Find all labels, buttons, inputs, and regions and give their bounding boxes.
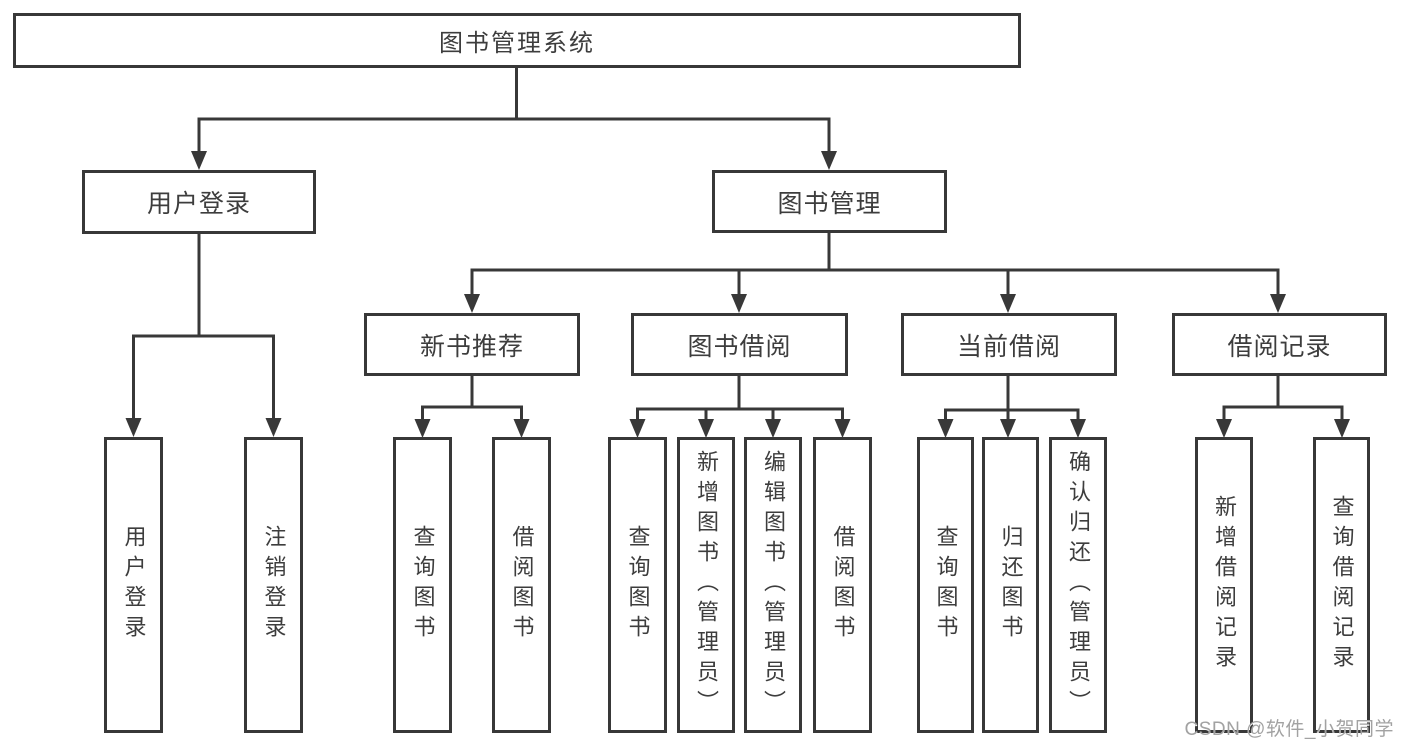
arrowheads-book-borrow [629, 419, 851, 438]
arrow-down-icon [1000, 419, 1016, 438]
arrow-down-icon [937, 419, 954, 438]
node-user-login: 用户登录 [82, 170, 316, 234]
arrowheads-user-login [125, 418, 282, 437]
leaf-bb-add-books-admin: 新增图书（管理员） [677, 437, 735, 733]
node-user-login-label: 用户登录 [146, 190, 251, 218]
leaf-cb-return-books: 归还图书 [982, 437, 1039, 733]
connector-new-book-children [421, 374, 523, 422]
arrowheads-level2 [191, 151, 837, 170]
leaf-user-login-label: 用户登录 [121, 525, 147, 645]
leaf-bb-query-books: 查询图书 [608, 437, 667, 733]
leaf-cb-confirm-return-admin-label: 确认归还（管理员） [1066, 450, 1091, 720]
connector-root-to-level2 [197, 66, 831, 154]
arrow-down-icon [1000, 294, 1016, 313]
arrow-down-icon [464, 294, 480, 313]
node-book-mgmt-label: 图书管理 [777, 189, 882, 218]
connector-book-mgmt-sections [470, 231, 1280, 297]
leaf-nb-query-books-label: 查询图书 [410, 525, 436, 645]
node-new-book-rec-label: 新书推荐 [419, 332, 524, 361]
watermark: CSDN @软件_小贺同学 [1184, 719, 1394, 740]
arrow-down-icon [821, 151, 837, 170]
arrow-down-icon [1270, 294, 1286, 313]
node-root-label: 图书管理系统 [439, 30, 595, 57]
node-new-book-rec: 新书推荐 [364, 313, 580, 376]
arrowheads-borrow-records [1216, 419, 1350, 438]
arrow-down-icon [765, 419, 781, 438]
connector-current-borrow-children [944, 374, 1080, 422]
leaf-br-query-record-label: 查询借阅记录 [1329, 495, 1355, 675]
node-current-borrow-label: 当前借阅 [956, 332, 1061, 361]
node-current-borrow: 当前借阅 [901, 313, 1117, 376]
leaf-br-query-record: 查询借阅记录 [1313, 437, 1370, 733]
connector-borrow-records-children [1222, 374, 1344, 422]
arrow-down-icon [125, 418, 142, 437]
leaf-logout-label: 注销登录 [261, 525, 287, 645]
connector-book-borrow-children [636, 374, 844, 422]
arrowheads-current-borrow [937, 419, 1086, 438]
leaf-cb-query-books: 查询图书 [917, 437, 974, 733]
leaf-bb-edit-books-admin-label: 编辑图书（管理员） [761, 450, 786, 720]
leaf-nb-borrow-books-label: 借阅图书 [509, 525, 535, 645]
node-book-mgmt: 图书管理 [712, 170, 947, 233]
leaf-cb-return-books-label: 归还图书 [998, 525, 1024, 645]
connector-user-login-children [132, 232, 275, 422]
arrow-down-icon [834, 419, 851, 438]
arrow-down-icon [265, 418, 282, 437]
node-borrow-records: 借阅记录 [1172, 313, 1387, 376]
leaf-br-add-record: 新增借阅记录 [1195, 437, 1253, 733]
arrow-down-icon [1334, 419, 1350, 438]
arrow-down-icon [513, 419, 530, 438]
arrow-down-icon [698, 419, 714, 438]
leaf-bb-add-books-admin-label: 新增图书（管理员） [694, 450, 719, 720]
arrowheads-new-book [414, 419, 530, 438]
node-borrow-records-label: 借阅记录 [1227, 332, 1332, 361]
leaf-cb-query-books-label: 查询图书 [933, 525, 959, 645]
arrow-down-icon [414, 419, 431, 438]
leaf-br-add-record-label: 新增借阅记录 [1212, 495, 1237, 675]
node-book-borrow-label: 图书借阅 [687, 332, 792, 361]
arrow-down-icon [191, 151, 207, 170]
arrow-down-icon [731, 294, 747, 313]
leaf-user-login: 用户登录 [104, 437, 163, 733]
arrow-down-icon [629, 419, 646, 438]
arrow-down-icon [1070, 419, 1086, 438]
leaf-nb-query-books: 查询图书 [393, 437, 452, 733]
leaf-bb-query-books-label: 查询图书 [625, 525, 651, 645]
arrowheads-book-mgmt [464, 294, 1286, 313]
node-root: 图书管理系统 [13, 13, 1021, 68]
node-book-borrow: 图书借阅 [631, 313, 848, 376]
arrow-down-icon [1216, 419, 1232, 438]
leaf-bb-edit-books-admin: 编辑图书（管理员） [744, 437, 802, 733]
leaf-bb-borrow-books-label: 借阅图书 [830, 525, 856, 645]
leaf-cb-confirm-return-admin: 确认归还（管理员） [1049, 437, 1107, 733]
leaf-nb-borrow-books: 借阅图书 [492, 437, 551, 733]
leaf-logout: 注销登录 [244, 437, 303, 733]
leaf-bb-borrow-books: 借阅图书 [813, 437, 872, 733]
